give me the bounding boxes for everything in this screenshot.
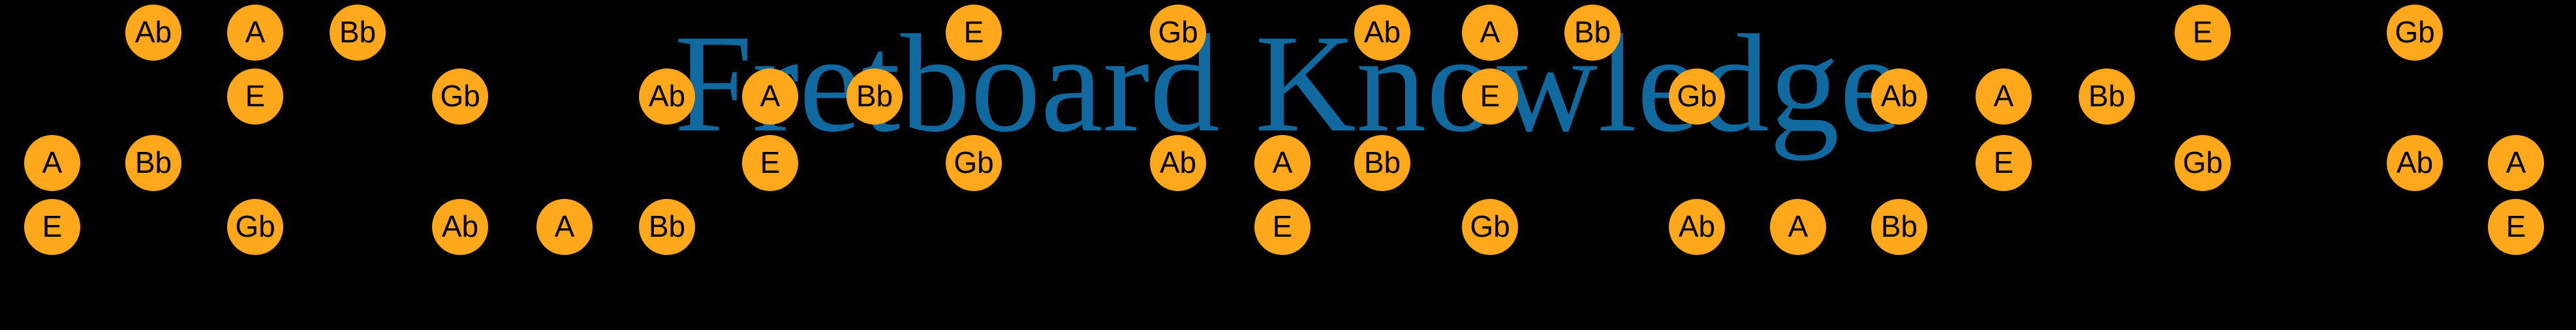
fret-note-marker[interactable]: Ab: [432, 199, 488, 255]
fret-note-marker[interactable]: Bb: [330, 5, 386, 61]
fret-note-marker[interactable]: Ab: [125, 5, 181, 61]
fret-note-label: Gb: [1470, 209, 1510, 243]
fret-note-label: Bb: [1574, 15, 1611, 49]
fret-note-label: A: [1480, 15, 1500, 49]
fret-note-label: A: [1993, 79, 2014, 113]
fret-note-marker[interactable]: E: [24, 199, 80, 255]
fret-note-marker[interactable]: E: [2488, 199, 2544, 255]
fret-note-label: Bb: [648, 209, 686, 243]
fret-note-label: Gb: [1158, 15, 1198, 49]
fret-note-marker[interactable]: Ab: [1871, 68, 1927, 125]
fret-note-label: Gb: [2395, 15, 2435, 49]
fret-note-label: Bb: [339, 15, 377, 49]
fret-note-label: E: [2192, 15, 2213, 49]
fret-note-marker[interactable]: A: [536, 199, 593, 255]
fret-note-marker[interactable]: A: [2488, 135, 2544, 191]
fret-note-label: E: [1272, 209, 1293, 243]
fret-note-label: Gb: [440, 79, 480, 113]
fret-note-marker[interactable]: E: [227, 68, 283, 125]
fret-note-marker[interactable]: E: [1976, 135, 2032, 191]
fret-note-marker[interactable]: Ab: [1354, 5, 1410, 61]
fret-note-label: Ab: [1363, 15, 1401, 49]
fret-note-marker[interactable]: A: [742, 68, 798, 125]
fret-note-marker[interactable]: A: [24, 135, 80, 191]
fret-note-label: E: [42, 209, 63, 243]
fret-note-marker[interactable]: Ab: [2387, 135, 2443, 191]
fret-note-label: Bb: [134, 145, 172, 179]
fret-note-marker[interactable]: Bb: [1354, 135, 1410, 191]
fret-note-label: Bb: [2088, 79, 2126, 113]
fret-note-label: A: [2506, 145, 2526, 179]
fret-note-marker[interactable]: A: [1254, 135, 1311, 191]
fret-note-label: A: [1788, 209, 1808, 243]
fret-note-label: E: [963, 15, 984, 49]
fret-note-marker[interactable]: E: [2175, 5, 2231, 61]
fret-note-marker[interactable]: E: [742, 135, 798, 191]
fret-note-label: Ab: [134, 15, 172, 49]
fret-note-label: Gb: [235, 209, 275, 243]
fret-note-marker[interactable]: Bb: [1564, 5, 1621, 61]
fret-note-marker[interactable]: Gb: [1462, 199, 1518, 255]
fret-note-marker[interactable]: Gb: [432, 68, 488, 125]
fret-note-label: Ab: [1159, 145, 1197, 179]
fret-note-label: Ab: [441, 209, 479, 243]
fret-note-marker[interactable]: A: [227, 5, 283, 61]
fret-note-label: Bb: [1880, 209, 1918, 243]
fret-note-label: E: [1480, 79, 1500, 113]
fret-note-marker[interactable]: E: [1462, 68, 1518, 125]
fret-note-label: Bb: [1363, 145, 1401, 179]
fret-note-label: A: [42, 145, 63, 179]
fret-note-marker[interactable]: Bb: [1871, 199, 1927, 255]
fret-note-label: E: [245, 79, 266, 113]
fret-note-label: Ab: [2396, 145, 2434, 179]
fret-note-marker[interactable]: A: [1462, 5, 1518, 61]
fret-note-marker[interactable]: Gb: [1150, 5, 1206, 61]
fret-note-marker[interactable]: E: [946, 5, 1002, 61]
fret-note-marker[interactable]: A: [1770, 199, 1826, 255]
fret-note-label: E: [2506, 209, 2526, 243]
fret-note-marker[interactable]: Bb: [125, 135, 181, 191]
fret-note-marker[interactable]: Gb: [227, 199, 283, 255]
fret-note-marker[interactable]: Gb: [946, 135, 1002, 191]
fret-note-label: Gb: [954, 145, 994, 179]
fret-note-marker[interactable]: Bb: [846, 68, 903, 125]
fret-note-label: A: [245, 15, 266, 49]
fret-note-label: E: [1993, 145, 2014, 179]
fret-note-marker[interactable]: Gb: [2387, 5, 2443, 61]
fret-note-label: A: [554, 209, 575, 243]
fret-note-marker[interactable]: Gb: [1669, 68, 1725, 125]
fret-note-label: E: [760, 145, 781, 179]
fret-note-label: Gb: [1677, 79, 1717, 113]
fret-note-label: Ab: [1678, 209, 1716, 243]
fret-note-marker[interactable]: Bb: [2079, 68, 2135, 125]
fret-note-label: Ab: [1880, 79, 1918, 113]
fret-note-marker[interactable]: E: [1254, 199, 1311, 255]
fret-note-marker[interactable]: Ab: [639, 68, 695, 125]
fret-note-marker[interactable]: Ab: [1150, 135, 1206, 191]
fret-note-marker[interactable]: Gb: [2175, 135, 2231, 191]
fret-note-marker[interactable]: Ab: [1669, 199, 1725, 255]
fret-note-label: Gb: [2182, 145, 2223, 179]
fret-note-marker[interactable]: A: [1976, 68, 2032, 125]
fret-note-marker[interactable]: Bb: [639, 199, 695, 255]
fret-note-label: A: [760, 79, 781, 113]
fret-note-label: Bb: [856, 79, 893, 113]
fret-note-label: Ab: [648, 79, 686, 113]
fret-note-label: A: [1272, 145, 1293, 179]
